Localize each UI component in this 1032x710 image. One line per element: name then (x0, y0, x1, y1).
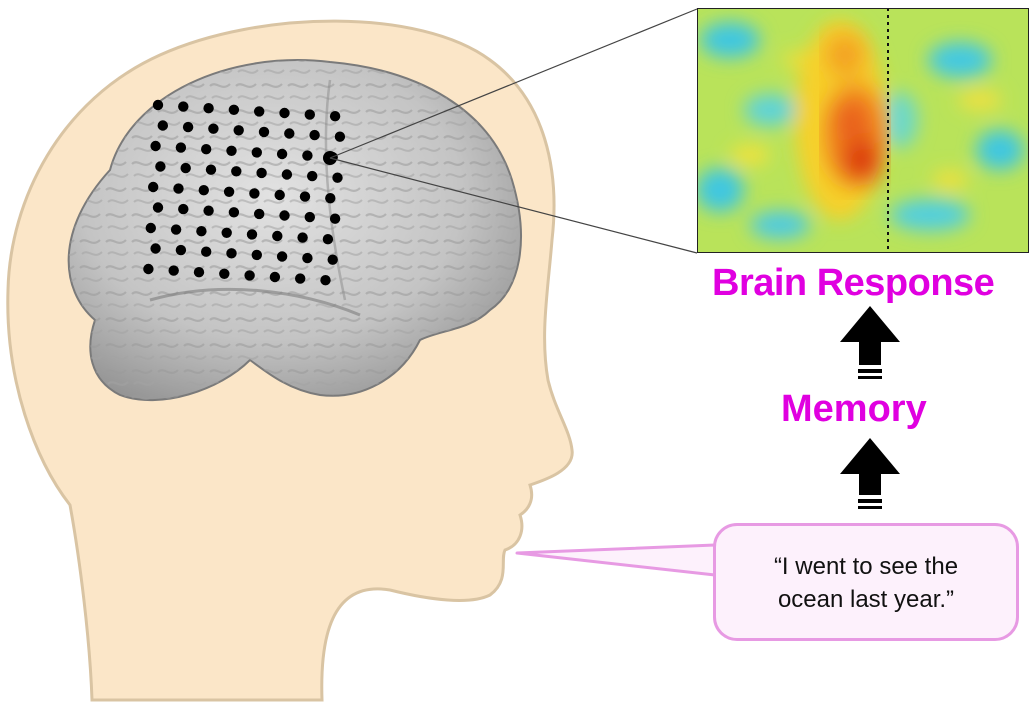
electrode-dot-icon (330, 111, 340, 121)
electrode-dot-icon (222, 228, 232, 238)
electrode-dot-icon (181, 163, 191, 173)
electrode-dot-icon (196, 226, 206, 236)
electrode-dot-icon (282, 169, 292, 179)
electrode-dot-icon (183, 122, 193, 132)
electrode-dot-icon (229, 207, 239, 217)
electrode-dot-icon (249, 188, 259, 198)
electrode-dot-icon (335, 132, 345, 142)
electrode-dot-icon (201, 144, 211, 154)
electrode-dot-icon (259, 127, 269, 137)
memory-label: Memory (781, 388, 927, 431)
electrode-dot-icon (229, 105, 239, 115)
electrode-dot-icon (279, 210, 289, 220)
electrode-dot-icon (194, 267, 204, 277)
speech-line-2: ocean last year.” (716, 583, 1016, 616)
electrode-dot-icon (325, 193, 335, 203)
electrode-dot-icon (309, 130, 319, 140)
electrode-dot-icon (224, 187, 234, 197)
electrode-dot-icon (300, 191, 310, 201)
electrode-dot-icon (320, 275, 330, 285)
electrode-dot-icon (284, 128, 294, 138)
electrode-dot-icon (277, 251, 287, 261)
electrode-dot-icon (176, 245, 186, 255)
electrode-dot-icon (254, 209, 264, 219)
electrode-dot-icon (143, 264, 153, 274)
electrode-dot-icon (148, 182, 158, 192)
electrode-dot-icon (158, 120, 168, 130)
electrode-dot-icon (208, 124, 218, 134)
brain-response-label: Brain Response (712, 262, 994, 305)
electrode-dot-icon (305, 212, 315, 222)
electrode-dot-icon (206, 165, 216, 175)
electrode-dot-icon (254, 106, 264, 116)
electrode-dot-icon (252, 250, 262, 260)
speech-tail (517, 545, 715, 575)
electrode-dot-icon (171, 224, 181, 234)
brain-response-heatmap (696, 8, 1029, 253)
electrode-dot-icon (155, 161, 165, 171)
electrode-dot-icon (295, 273, 305, 283)
electrode-dot-icon (169, 265, 179, 275)
electrode-dot-icon (272, 231, 282, 241)
electrode-dot-icon (150, 141, 160, 151)
electrode-dot-icon (150, 243, 160, 253)
speech-line-1: “I went to see the (716, 550, 1016, 583)
electrode-dot-icon (203, 206, 213, 216)
electrode-dot-icon (146, 223, 156, 233)
electrode-dot-icon (219, 269, 229, 279)
electrode-dot-icon (302, 253, 312, 263)
electrode-dot-icon (226, 248, 236, 258)
electrode-dot-icon (275, 190, 285, 200)
electrode-dot-icon (323, 234, 333, 244)
electrode-dot-icon (297, 232, 307, 242)
electrode-dot-icon (307, 171, 317, 181)
electrode-dot-icon (201, 247, 211, 257)
electrode-dot-icon (279, 108, 289, 118)
electrode-dot-icon (244, 270, 254, 280)
up-arrow-icon (840, 306, 900, 379)
electrode-dot-icon (178, 101, 188, 111)
electrode-dot-icon (332, 173, 342, 183)
electrode-dot-icon (247, 229, 257, 239)
up-arrow-icon (840, 438, 900, 509)
electrode-dot-icon (277, 149, 287, 159)
electrode-dot-icon (256, 168, 266, 178)
electrode-dot-icon (199, 185, 209, 195)
electrode-dot-icon (328, 255, 338, 265)
electrode-dot-icon (234, 125, 244, 135)
speech-text: “I went to see the ocean last year.” (716, 550, 1016, 616)
electrode-dot-icon (305, 109, 315, 119)
electrode-dot-icon (203, 103, 213, 113)
electrode-dot-icon (173, 183, 183, 193)
electrode-dot-icon (231, 166, 241, 176)
electrode-dot-icon (302, 150, 312, 160)
electrode-dot-icon (176, 142, 186, 152)
electrode-dot-icon (226, 146, 236, 156)
electrode-dot-icon (270, 272, 280, 282)
electrode-dot-icon (252, 147, 262, 157)
electrode-dot-icon (330, 214, 340, 224)
electrode-dot-icon (153, 100, 163, 110)
electrode-dot-icon (153, 202, 163, 212)
speech-bubble: “I went to see the ocean last year.” (713, 523, 1019, 641)
electrode-dot-icon (178, 204, 188, 214)
